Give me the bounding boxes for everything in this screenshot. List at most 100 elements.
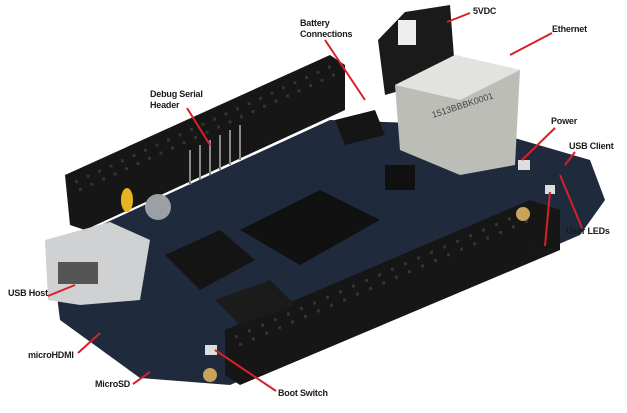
pin-hole [408, 270, 411, 274]
label-battery-line2: Connections [300, 29, 353, 39]
pin-hole [404, 262, 407, 266]
pin-hole [499, 231, 502, 234]
pin-hole [159, 151, 163, 155]
usb-host-opening [58, 262, 98, 284]
debug-serial-pins [189, 125, 241, 185]
pin-hole [460, 247, 463, 251]
pin-hole [148, 156, 151, 160]
bottom-pin-header [225, 200, 560, 385]
leader-reset [544, 191, 551, 247]
pin-hole [356, 292, 359, 296]
leader-boot-switch [214, 349, 277, 392]
pin-hole [469, 234, 472, 238]
pin-hole [512, 225, 515, 229]
pin-hole [417, 256, 420, 260]
label-ethernet: Ethernet [552, 24, 587, 34]
reset-button[interactable] [545, 185, 555, 194]
pin-hole [287, 312, 290, 316]
label-debug-line2: Header [150, 100, 180, 110]
memory-chip [165, 230, 255, 290]
pin-hole [278, 326, 281, 330]
pin-hole [282, 86, 285, 90]
pin-hole [369, 287, 372, 290]
label-debug-line1: Debug Serial [150, 89, 203, 99]
pin-hole [317, 309, 320, 313]
pin-hole [343, 298, 346, 302]
pin-hole [316, 70, 320, 74]
pin-hole [113, 172, 117, 176]
pin-hole [270, 91, 274, 95]
pmic-chip [335, 110, 385, 145]
pin-hole [434, 259, 437, 262]
pin-hole [240, 115, 243, 119]
label-reset: Reset [530, 245, 554, 255]
pin-holes-top [75, 65, 335, 191]
pin-hole [247, 102, 251, 105]
pin-hole [508, 217, 511, 221]
pin-hole [239, 343, 242, 346]
pin-hole [395, 275, 398, 279]
pin-hole [305, 76, 308, 79]
pin-hole [178, 133, 182, 137]
pin-hole [326, 295, 329, 299]
pin-hole [171, 146, 174, 150]
pin-hole [217, 125, 220, 129]
pin-hole [90, 182, 94, 186]
power-jack-label [398, 20, 416, 45]
pin-hole [132, 154, 136, 157]
pin-hole [194, 136, 197, 139]
leader-power [521, 127, 556, 161]
pin-hole [291, 320, 294, 324]
pin-hole [182, 141, 186, 145]
pcb-board [55, 120, 605, 385]
pin-hole [443, 245, 446, 249]
leader-battery [324, 39, 366, 101]
power-button[interactable] [518, 160, 530, 170]
pin-hole [430, 251, 433, 254]
pin-hole [274, 99, 278, 103]
pin-hole [313, 301, 316, 305]
pin-hole [473, 242, 476, 246]
emmc-chip [215, 280, 295, 325]
pin-hole [86, 174, 90, 178]
pin-hole [482, 228, 485, 232]
label-usb-client: USB Client [569, 141, 614, 151]
pin-hole [330, 303, 333, 307]
label-power: Power [551, 116, 578, 126]
pin-hole [251, 110, 255, 113]
leader-lines [47, 12, 583, 392]
label-user-leds: User LEDs [566, 226, 610, 236]
label-battery-line1: Battery [300, 18, 330, 28]
pin-hole [293, 81, 297, 85]
leader-usb-host [47, 284, 76, 297]
pin-hole [228, 120, 232, 124]
pin-hole [304, 315, 307, 318]
pin-hole [286, 94, 289, 98]
pin-hole [263, 104, 266, 108]
yellow-capacitor [121, 188, 133, 212]
pin-hole [274, 318, 277, 322]
pin-hole [261, 323, 264, 327]
pin-hole [235, 335, 238, 338]
pin-hole [365, 279, 368, 282]
label-microsd: MicroSD [95, 379, 131, 389]
pin-hole [224, 112, 228, 116]
leader-microhdmi [77, 332, 101, 354]
leader-microsd [132, 371, 151, 385]
pin-hole [136, 162, 140, 165]
pin-hole [213, 117, 216, 121]
top-pin-header [65, 55, 345, 230]
mount-hole [203, 368, 217, 382]
boot-switch-button[interactable] [205, 345, 217, 355]
leader-user-leds [559, 174, 583, 229]
pin-hole [352, 284, 355, 288]
leader-debug [186, 107, 211, 146]
pin-hole [339, 290, 342, 294]
pin-hole [495, 223, 498, 226]
pin-hole [155, 143, 159, 147]
pin-hole [328, 65, 331, 69]
leader-5vdc [446, 12, 471, 23]
pin-hole [297, 89, 301, 93]
